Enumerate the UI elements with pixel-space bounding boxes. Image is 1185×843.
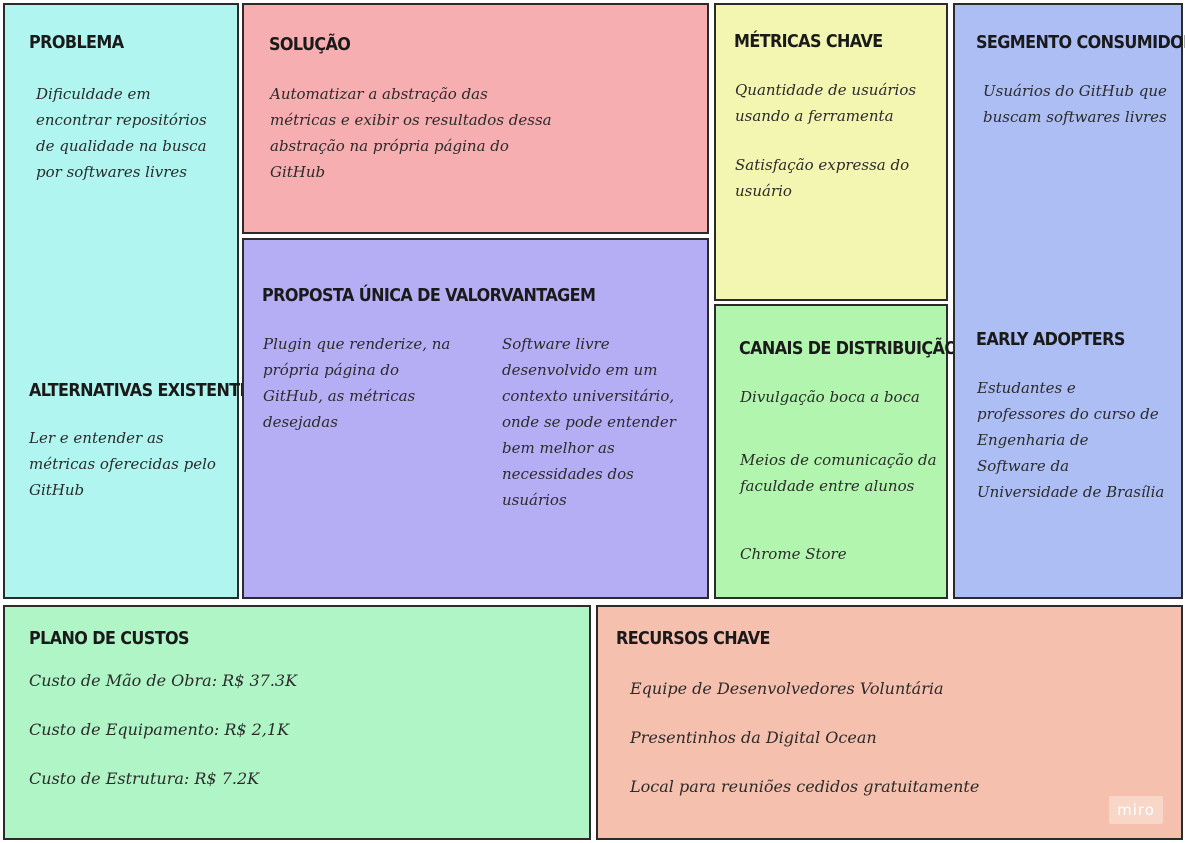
custos-item: Custo de Mão de Obra: R$ 37.3K xyxy=(29,668,297,694)
recursos-line: Equipe de Desenvolvedores Voluntária xyxy=(630,679,944,698)
canais-line: faculdade entre alunos xyxy=(740,477,915,495)
proposta-title: Proposta única de valor xyxy=(262,284,502,306)
problema-line: encontrar repositórios xyxy=(36,111,207,129)
alternativas-line: Ler e entender as xyxy=(29,429,164,447)
custos-line: Custo de Estrutura: R$ 7.2K xyxy=(29,769,260,788)
segmento-card: Segmento consumidor Usuários do GitHub q… xyxy=(953,3,1185,599)
proposta-line: própria página do xyxy=(263,361,400,379)
metricas-line: Satisfação expressa do xyxy=(735,156,910,174)
canais-title: Canais de distribuição xyxy=(739,337,958,359)
early-title: Early adopters xyxy=(976,328,1125,350)
canais-line: Chrome Store xyxy=(740,545,847,563)
solucao-line: Automatizar a abstração das xyxy=(270,85,488,103)
canais-item-2: Meios de comunicação da faculdade entre … xyxy=(740,447,937,499)
proposta-card: Proposta única de valor Plugin que rende… xyxy=(242,238,709,599)
early-line: Universidade de Brasília xyxy=(977,483,1165,501)
vantagem-title: Vantagem xyxy=(501,284,596,306)
metricas-line: usando a ferramenta xyxy=(735,107,894,125)
metricas-item-1: Quantidade de usuários usando a ferramen… xyxy=(735,77,916,129)
custos-line: Custo de Equipamento: R$ 2,1K xyxy=(29,720,290,739)
custos-line: Custo de Mão de Obra: R$ 37.3K xyxy=(29,671,298,690)
recursos-title: Recursos chave xyxy=(616,627,770,649)
custos-card: Plano de custos Custo de Mão de Obra: R$… xyxy=(3,605,591,840)
segmento-text: Usuários do GitHub que buscam softwares … xyxy=(983,78,1167,130)
vantagem-text: Software livre desenvolvido em um contex… xyxy=(502,331,676,513)
proposta-text: Plugin que renderize, na própria página … xyxy=(263,331,450,435)
miro-watermark: miro xyxy=(1109,796,1163,824)
metricas-line: Quantidade de usuários xyxy=(735,81,917,99)
recursos-line: Local para reuniões cedidos gratuitament… xyxy=(630,777,980,796)
solucao-card: Solução Automatizar a abstração das métr… xyxy=(242,3,709,234)
vantagem-line: onde se pode entender xyxy=(502,413,676,431)
recursos-item: Local para reuniões cedidos gratuitament… xyxy=(630,774,979,800)
segmento-title: Segmento consumidor xyxy=(976,31,1185,53)
canais-card: Canais de distribuição Divulgação boca a… xyxy=(714,304,958,599)
canais-item-1: Divulgação boca a boca xyxy=(740,384,920,410)
early-text: Estudantes e professores do curso de Eng… xyxy=(977,375,1164,505)
alternativas-line: GitHub xyxy=(29,481,85,499)
alternativas-line: métricas oferecidas pelo xyxy=(29,455,216,473)
metricas-card: Métricas chave Quantidade de usuários us… xyxy=(714,3,948,301)
vantagem-line: usuários xyxy=(502,491,567,509)
alternativas-title: Alternativas existentes xyxy=(29,379,261,401)
solucao-line: métricas e exibir os resultados dessa xyxy=(270,111,552,129)
canais-item-3: Chrome Store xyxy=(740,541,847,567)
vantagem-line: contexto universitário, xyxy=(502,387,675,405)
problema-text: Dificuldade em encontrar repositórios de… xyxy=(36,81,207,185)
solucao-line: abstração na própria página do xyxy=(270,137,509,155)
recursos-item: Equipe de Desenvolvedores Voluntária xyxy=(630,676,944,702)
custos-item: Custo de Equipamento: R$ 2,1K xyxy=(29,717,289,743)
problema-line: de qualidade na busca xyxy=(36,137,207,155)
vantagem-line: Software livre xyxy=(502,335,610,353)
solucao-text: Automatizar a abstração das métricas e e… xyxy=(270,81,552,185)
segmento-line: buscam softwares livres xyxy=(983,108,1167,126)
vantagem-line: desenvolvido em um xyxy=(502,361,658,379)
early-line: professores do curso de xyxy=(977,405,1159,423)
canais-line: Divulgação boca a boca xyxy=(740,388,920,406)
canais-line: Meios de comunicação da xyxy=(740,451,937,469)
problema-card: Problema Dificuldade em encontrar reposi… xyxy=(3,3,261,599)
recursos-item: Presentinhos da Digital Ocean xyxy=(630,725,877,751)
problema-title: Problema xyxy=(29,31,124,53)
proposta-line: desejadas xyxy=(263,413,338,431)
segmento-line: Usuários do GitHub que xyxy=(983,82,1167,100)
early-line: Estudantes e xyxy=(977,379,1076,397)
problema-line: Dificuldade em xyxy=(36,85,151,103)
problema-line: por softwares livres xyxy=(36,163,187,181)
metricas-item-2: Satisfação expressa do usuário xyxy=(735,152,909,204)
solucao-line: GitHub xyxy=(270,163,326,181)
custos-title: Plano de custos xyxy=(29,627,190,649)
early-line: Engenharia de xyxy=(977,431,1089,449)
custos-item: Custo de Estrutura: R$ 7.2K xyxy=(29,766,259,792)
recursos-card: Recursos chave Equipe de Desenvolvedores… xyxy=(596,605,1183,840)
metricas-line: usuário xyxy=(735,182,792,200)
vantagem-line: necessidades dos xyxy=(502,465,634,483)
early-line: Software da xyxy=(977,457,1070,475)
proposta-line: Plugin que renderize, na xyxy=(263,335,451,353)
alternativas-text: Ler e entender as métricas oferecidas pe… xyxy=(29,425,216,503)
proposta-line: GitHub, as métricas xyxy=(263,387,416,405)
solucao-title: Solução xyxy=(269,33,351,55)
vantagem-line: bem melhor as xyxy=(502,439,615,457)
metricas-title: Métricas chave xyxy=(734,30,883,52)
recursos-line: Presentinhos da Digital Ocean xyxy=(630,728,877,747)
